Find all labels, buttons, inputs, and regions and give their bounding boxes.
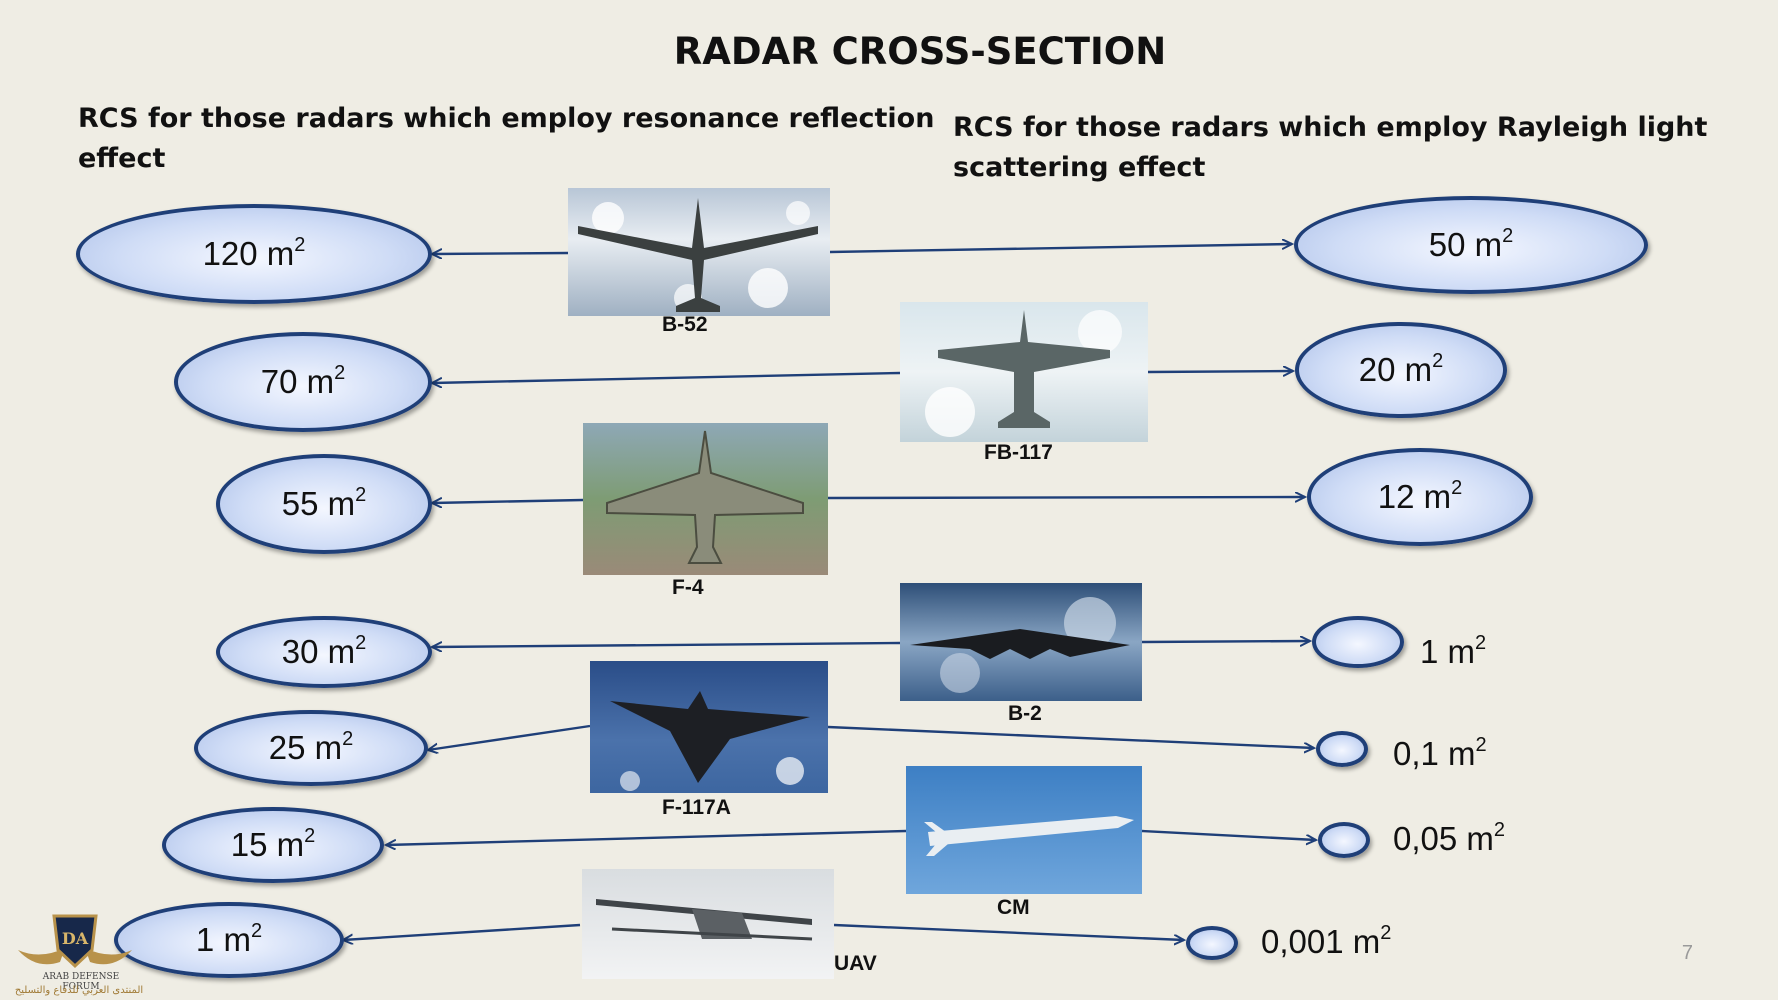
photo-fb117 bbox=[900, 302, 1148, 442]
rcs-right-f117a-marker bbox=[1316, 731, 1368, 767]
rcs-left-cm: 15 m2 bbox=[162, 807, 384, 883]
page-title: RADAR CROSS-SECTION bbox=[673, 30, 1167, 73]
rcs-right-b2: 1 m2 bbox=[1420, 632, 1487, 670]
subtitle-left-line2: effect bbox=[78, 143, 166, 174]
arrow-right-f117a bbox=[827, 725, 1314, 748]
subtitle-right-line2: scattering effect bbox=[953, 152, 1206, 183]
arrow-left-cm bbox=[386, 829, 907, 845]
photo-cm bbox=[906, 766, 1142, 894]
subtitle-right: RCS for those radars which employ Raylei… bbox=[953, 108, 1707, 188]
rcs-right-b2-marker bbox=[1312, 616, 1404, 668]
arab-defense-forum-logo: DA bbox=[18, 914, 132, 969]
subtitle-left: RCS for those radars which employ resona… bbox=[78, 99, 934, 179]
caption-b52: B-52 bbox=[662, 313, 708, 336]
arrow-right-cm bbox=[1141, 829, 1316, 840]
page-number: 7 bbox=[1681, 942, 1693, 964]
arrow-left-f4 bbox=[432, 500, 584, 503]
rcs-right-f117a: 0,1 m2 bbox=[1393, 734, 1487, 772]
rcs-right-b52: 50 m2 bbox=[1294, 196, 1648, 294]
f117a-aircraft-icon bbox=[610, 691, 810, 791]
rcs-left-fb117: 70 m2 bbox=[174, 332, 432, 432]
rcs-right-fb117: 20 m2 bbox=[1295, 322, 1507, 418]
arrow-right-b2 bbox=[1141, 641, 1310, 642]
arrow-left-b52 bbox=[432, 253, 569, 254]
b52-aircraft-icon bbox=[578, 198, 818, 312]
rcs-left-f4: 55 m2 bbox=[216, 454, 432, 554]
rcs-right-f4: 12 m2 bbox=[1307, 448, 1533, 546]
f4-aircraft-icon bbox=[606, 430, 804, 564]
caption-fb117: FB-117 bbox=[984, 441, 1053, 464]
caption-uav: UAV bbox=[834, 952, 877, 975]
svg-text:DA: DA bbox=[62, 929, 89, 948]
arrow-right-b52 bbox=[829, 244, 1292, 254]
rcs-right-uav-marker bbox=[1186, 926, 1238, 960]
caption-cm: CM bbox=[997, 896, 1030, 919]
subtitle-right-line1: RCS for those radars which employ Raylei… bbox=[953, 112, 1708, 143]
uav-aircraft-icon bbox=[596, 899, 813, 941]
fb117-aircraft-icon bbox=[925, 310, 1122, 437]
caption-b2: B-2 bbox=[1008, 702, 1042, 725]
photo-b2 bbox=[900, 583, 1142, 701]
photo-f117a bbox=[590, 661, 828, 793]
cruise-missile-icon bbox=[924, 816, 1134, 856]
arrow-left-fb117 bbox=[432, 371, 901, 383]
caption-f117a: F-117A bbox=[662, 796, 731, 819]
photo-f4 bbox=[583, 423, 828, 575]
rcs-right-cm: 0,05 m2 bbox=[1393, 819, 1506, 857]
rcs-left-f117a: 25 m2 bbox=[194, 710, 428, 786]
arrow-left-b2 bbox=[432, 643, 901, 647]
rcs-right-uav: 0,001 m2 bbox=[1261, 922, 1392, 960]
arrow-left-uav bbox=[343, 923, 581, 940]
rcs-left-b52: 120 m2 bbox=[76, 204, 432, 304]
arrow-right-uav bbox=[833, 923, 1184, 940]
subtitle-left-line1: RCS for those radars which employ resona… bbox=[78, 103, 935, 134]
arrow-right-fb117 bbox=[1147, 371, 1293, 372]
logo-subtext: المنتدى العربي للدفاع والتسليح bbox=[14, 985, 144, 996]
logo-text: ARAB DEFENSE FORUM bbox=[42, 972, 120, 992]
rcs-left-uav: 1 m2 bbox=[114, 902, 344, 978]
caption-f4: F-4 bbox=[672, 576, 704, 599]
rcs-left-b2: 30 m2 bbox=[216, 616, 432, 688]
b2-aircraft-icon bbox=[910, 597, 1130, 693]
arrow-left-f117a bbox=[428, 724, 591, 750]
rcs-right-cm-marker bbox=[1318, 822, 1370, 858]
photo-b52 bbox=[568, 188, 830, 316]
arrow-right-f4 bbox=[827, 497, 1305, 498]
photo-uav bbox=[582, 869, 834, 979]
